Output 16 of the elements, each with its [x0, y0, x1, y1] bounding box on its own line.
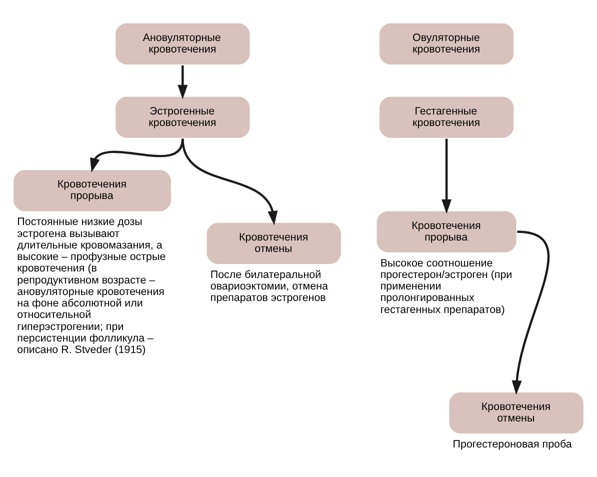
node-box: Кровотечения отмены: [449, 392, 584, 434]
node-box: Овуляторные кровотечения: [379, 23, 514, 65]
node-label: Постоянные низкие дозы эстрогена вызывают длительные кровомазания, а высокие – профузные острые кровотечения (в репродуктивном возрасте – ановуляторные кровотечения на фоне абсолютной или относительной гиперэстрогении; при персистенции фолликула – описано R. Stveder (1915): [17, 216, 166, 356]
node-box: Кровотечения прорыва: [376, 211, 516, 252]
node-box: Эстрогенные кровотечения: [116, 96, 250, 138]
arrow: [182, 138, 278, 226]
node-label: Прогестероновая проба: [452, 438, 572, 450]
arrow: [442, 138, 452, 214]
arrow: [178, 65, 188, 100]
node-label: После билатеральной овариоэктомии, отмена препаратов эстрогенов: [210, 268, 328, 304]
node-label: Высокое соотношение прогестерон/эстроген (при применении пролонгированных гестагенных препаратов): [380, 257, 512, 316]
node-box: Гестагенные кровотечения: [379, 96, 514, 138]
node-box: Ановуляторные кровотечения: [116, 23, 250, 65]
node-box: Кровотечения отмены: [206, 222, 341, 264]
arrow: [512, 230, 550, 395]
node-box: Кровотечения прорыва: [14, 170, 172, 212]
